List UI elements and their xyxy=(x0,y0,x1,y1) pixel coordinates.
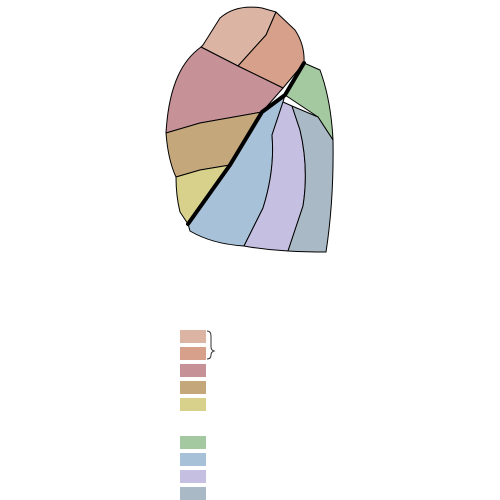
legend-swatch-lower-4 xyxy=(180,487,206,500)
legend-swatch-lower-1 xyxy=(180,436,206,449)
lower-segment-4 xyxy=(287,105,334,253)
legend-swatch-upper-4 xyxy=(180,381,206,394)
legend-swatch-upper-1 xyxy=(180,330,206,343)
legend xyxy=(180,330,216,500)
legend-swatch-lower-2 xyxy=(180,453,206,466)
legend-swatch-lower-3 xyxy=(180,470,206,483)
dividing-line xyxy=(186,61,306,226)
legend-swatch-upper-2 xyxy=(180,347,206,360)
legend-upper-group xyxy=(180,330,216,411)
legend-swatch-upper-5 xyxy=(180,398,206,411)
legend-bracket xyxy=(206,330,216,360)
lung-illustration xyxy=(165,6,334,253)
legend-swatch-upper-3 xyxy=(180,364,206,377)
legend-lower-group xyxy=(180,436,206,500)
